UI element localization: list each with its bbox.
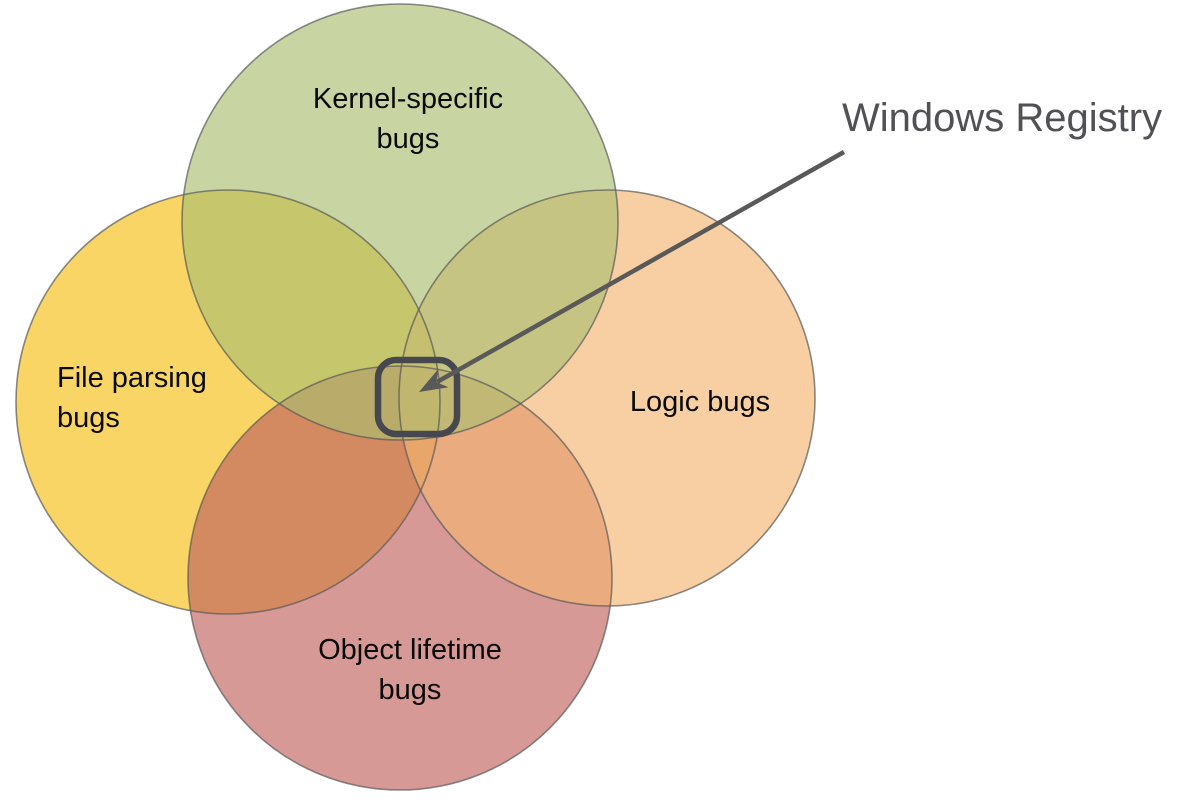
- circle-outlines: [15, 3, 816, 791]
- annotation-arrow-shaft: [435, 150, 846, 384]
- label-logic-bugs: Logic bugs: [629, 386, 771, 418]
- label-kernel-specific-bugs: Kernel-specific bugs: [312, 83, 504, 155]
- windows-registry-annotation: Windows Registry: [842, 96, 1163, 140]
- annotation-arrowhead-icon: [419, 369, 449, 392]
- kernel-circle: [182, 4, 618, 440]
- label-object-lifetime-bugs: Object lifetime bugs: [318, 634, 502, 706]
- label-file-parsing-bugs: File parsing bugs: [57, 362, 207, 434]
- intersection-highlight-box: [374, 356, 461, 438]
